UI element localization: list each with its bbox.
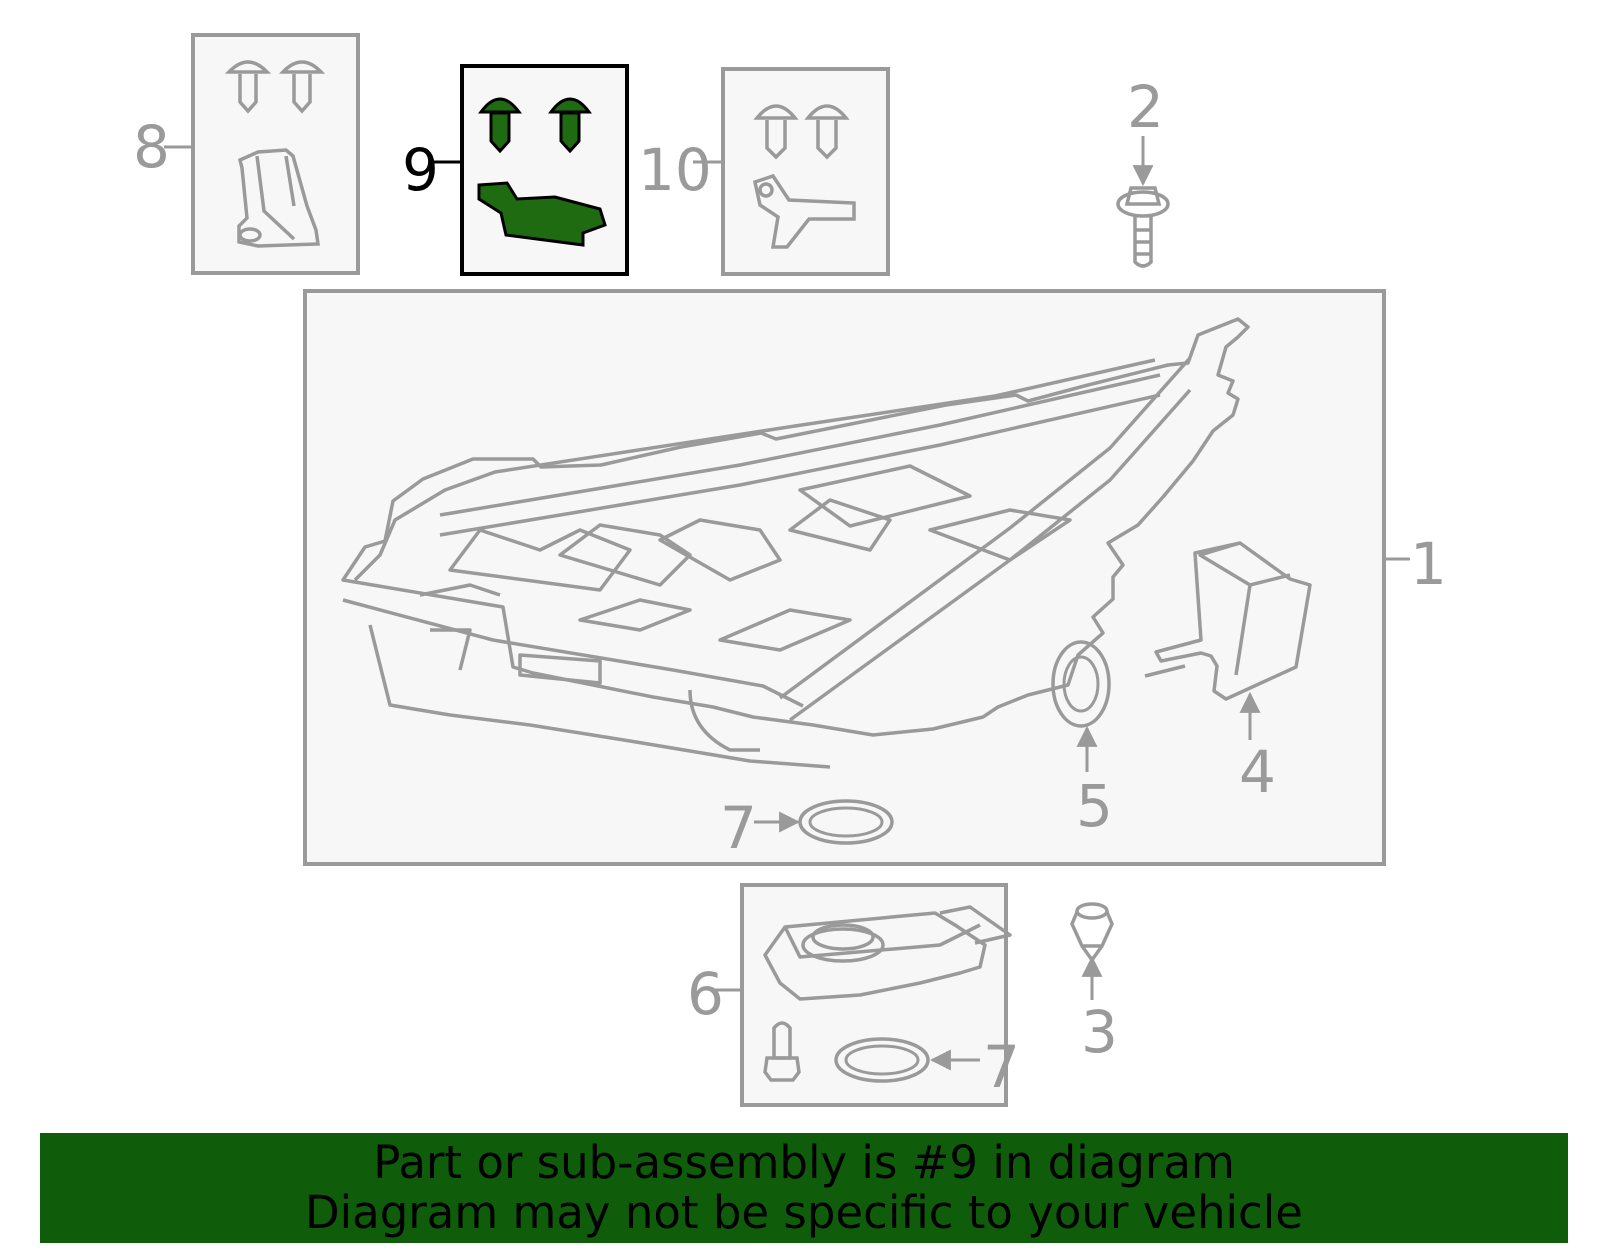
bracket-icon bbox=[477, 181, 607, 247]
callout-10: 10 bbox=[638, 136, 712, 204]
part-2-bolt[interactable]: 2 bbox=[1116, 73, 1170, 268]
callout-8: 8 bbox=[133, 113, 170, 181]
callout-7-lower: 7 bbox=[983, 1033, 1020, 1101]
callout-6: 6 bbox=[687, 960, 724, 1028]
part-1-headlamp-assembly[interactable]: 1 bbox=[303, 289, 1447, 866]
banner-line-2: Diagram may not be specific to your vehi… bbox=[305, 1186, 1303, 1239]
module-icon bbox=[1144, 541, 1312, 701]
part-8-kit[interactable]: 8 bbox=[133, 33, 360, 275]
banner-line-1: Part or sub-assembly is #9 in diagram bbox=[373, 1136, 1235, 1189]
callout-1: 1 bbox=[1410, 530, 1447, 598]
part-7-oring[interactable]: 7 bbox=[720, 794, 894, 862]
screw-icon bbox=[224, 60, 326, 114]
oring-inner-icon bbox=[844, 1044, 920, 1076]
part-1-box bbox=[303, 289, 1386, 866]
callout-3: 3 bbox=[1081, 998, 1118, 1066]
screw-icon bbox=[753, 104, 850, 160]
bracket-icon bbox=[752, 173, 856, 249]
oring-inner-icon bbox=[808, 806, 884, 838]
bolt-icon bbox=[763, 1021, 801, 1082]
part-7-oring-lower[interactable]: 7 bbox=[834, 1033, 1020, 1101]
ballast-icon bbox=[763, 905, 1012, 1001]
oring-outer-icon bbox=[834, 1037, 930, 1083]
part-10-box bbox=[721, 67, 890, 276]
bracket-icon bbox=[237, 148, 321, 248]
part-4-module[interactable]: 4 bbox=[1144, 541, 1312, 806]
seal-inner-icon bbox=[1062, 655, 1100, 713]
part-8-box bbox=[191, 33, 360, 275]
clip-icon bbox=[1070, 902, 1114, 964]
callout-2: 2 bbox=[1127, 73, 1164, 141]
callout-7: 7 bbox=[720, 794, 757, 862]
info-banner: Part or sub-assembly is #9 in diagram Di… bbox=[40, 1133, 1568, 1243]
part-9-box bbox=[460, 64, 629, 276]
headlamp-icon bbox=[341, 317, 1250, 769]
part-9-kit[interactable]: 9 bbox=[402, 64, 629, 276]
bolt-icon bbox=[1116, 186, 1170, 268]
part-10-kit[interactable]: 10 bbox=[638, 67, 890, 276]
callout-9: 9 bbox=[402, 136, 439, 204]
screw-icon bbox=[478, 97, 592, 154]
part-3-clip[interactable]: 3 bbox=[1070, 902, 1118, 1066]
part-5-seal[interactable]: 5 bbox=[1051, 640, 1113, 840]
part-6-ballast-kit[interactable]: 6 7 bbox=[687, 883, 1020, 1107]
part-6-box bbox=[740, 883, 1008, 1107]
callout-4: 4 bbox=[1239, 738, 1276, 806]
callout-5: 5 bbox=[1076, 772, 1113, 840]
